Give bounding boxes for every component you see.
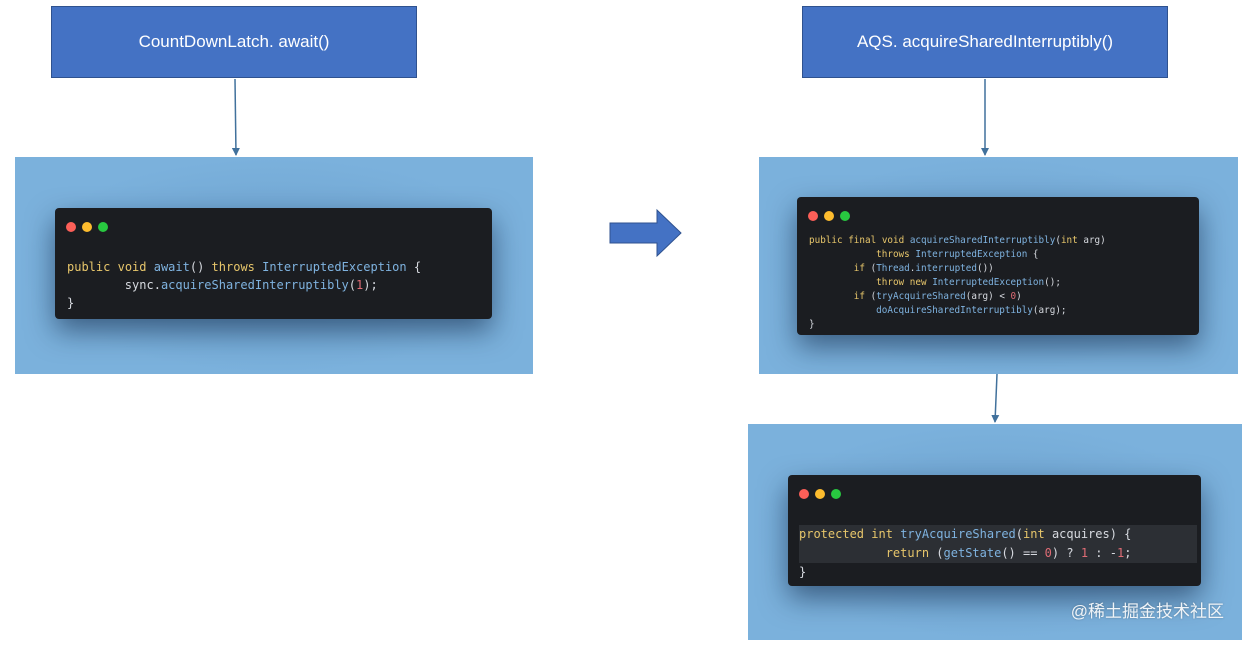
aqs-acquire-label: AQS. acquireSharedInterruptibly()	[856, 32, 1114, 51]
block-arrow-right	[609, 208, 682, 258]
maximize-dot-icon	[98, 222, 108, 232]
await-code: public void await() throws InterruptedEx…	[67, 258, 421, 312]
watermark: @稀土掘金技术社区	[1070, 602, 1224, 621]
await-code-panel: public void await() throws InterruptedEx…	[15, 157, 533, 374]
await-code-window: public void await() throws InterruptedEx…	[55, 208, 492, 319]
countdownlatch-await-box: CountDownLatch. await()	[51, 6, 417, 78]
arrow-panel2-to-panel3	[991, 373, 1000, 423]
code-line: if (tryAcquireShared(arg) < 0)	[853, 291, 1022, 302]
acquire-code-window: public final void acquireSharedInterrupt…	[797, 197, 1199, 335]
window-controls	[66, 222, 108, 232]
code-line: throws InterruptedException {	[876, 249, 1039, 260]
close-dot-icon	[66, 222, 76, 232]
minimize-dot-icon	[815, 489, 825, 499]
maximize-dot-icon	[840, 211, 850, 221]
try-acquire-code: protected int tryAcquireShared(int acqui…	[799, 525, 1197, 582]
minimize-dot-icon	[824, 211, 834, 221]
try-acquire-code-window: protected int tryAcquireShared(int acqui…	[788, 475, 1201, 586]
maximize-dot-icon	[831, 489, 841, 499]
window-controls	[808, 211, 850, 221]
minimize-dot-icon	[82, 222, 92, 232]
code-line: public void await() throws InterruptedEx…	[67, 260, 422, 274]
code-line: sync.acquireSharedInterruptibly(1);	[124, 278, 378, 292]
try-acquire-code-panel: protected int tryAcquireShared(int acqui…	[748, 424, 1242, 640]
code-line: return (getState() == 0) ? 1 : -1;	[799, 544, 1197, 563]
code-line: }	[809, 319, 815, 330]
window-controls	[799, 489, 841, 499]
code-line: protected int tryAcquireShared(int acqui…	[799, 525, 1197, 544]
code-line: if (Thread.interrupted())	[853, 263, 994, 274]
code-line: }	[67, 296, 75, 310]
code-line: public final void acquireSharedInterrupt…	[809, 235, 1106, 246]
close-dot-icon	[799, 489, 809, 499]
code-line: }	[799, 565, 807, 579]
aqs-acquire-box: AQS. acquireSharedInterruptibly()	[802, 6, 1168, 78]
code-line: doAcquireSharedInterruptibly(arg);	[876, 305, 1067, 316]
countdownlatch-await-label: CountDownLatch. await()	[138, 32, 330, 51]
arrow-box1-to-panel1	[231, 78, 240, 156]
code-line: throw new InterruptedException();	[876, 277, 1061, 288]
close-dot-icon	[808, 211, 818, 221]
acquire-code: public final void acquireSharedInterrupt…	[809, 234, 1106, 332]
acquire-code-panel: public final void acquireSharedInterrupt…	[759, 157, 1238, 374]
